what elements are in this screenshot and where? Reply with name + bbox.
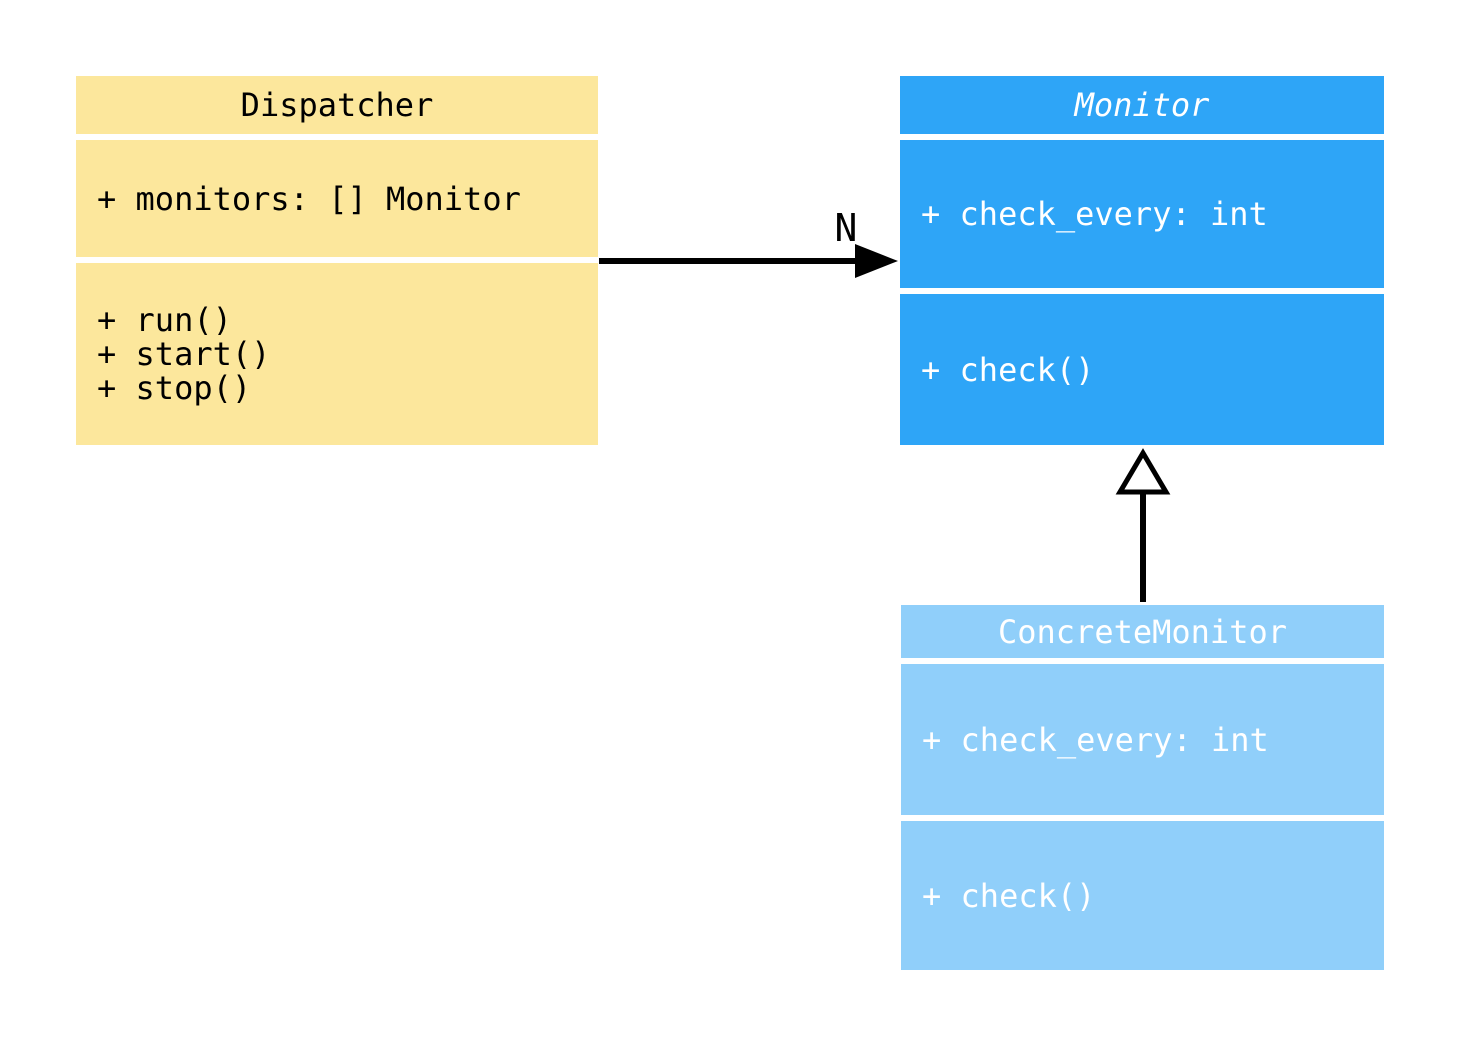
method-line: + start() bbox=[97, 335, 271, 373]
class-methods: + run() + start() + stop() bbox=[76, 263, 598, 445]
attribute-line: + monitors: [] Monitor bbox=[97, 179, 521, 218]
attribute-line: + check_every: int bbox=[921, 195, 1268, 233]
method-line: + stop() bbox=[97, 369, 252, 407]
inheritance-arrow bbox=[1115, 448, 1171, 602]
class-title: ConcreteMonitor bbox=[901, 605, 1384, 658]
class-title: Monitor bbox=[900, 76, 1384, 134]
class-methods: + check() bbox=[900, 294, 1384, 445]
hollow-triangle-icon bbox=[1115, 448, 1171, 495]
class-attributes: + check_every: int bbox=[901, 664, 1384, 815]
class-methods: + check() bbox=[901, 821, 1384, 970]
filled-arrowhead-icon bbox=[855, 244, 898, 278]
class-dispatcher: Dispatcher + monitors: [] Monitor + run(… bbox=[76, 76, 598, 445]
multiplicity-label: N bbox=[834, 206, 858, 250]
method-line: + check() bbox=[921, 350, 1095, 389]
method-line: + run() bbox=[97, 301, 232, 339]
class-attributes: + check_every: int bbox=[900, 140, 1384, 288]
class-monitor: Monitor + check_every: int + check() bbox=[900, 76, 1384, 445]
class-attributes: + monitors: [] Monitor bbox=[76, 140, 598, 257]
method-line: + check() bbox=[922, 876, 1096, 915]
class-title: Dispatcher bbox=[76, 76, 598, 134]
class-concretemonitor: ConcreteMonitor + check_every: int + che… bbox=[901, 605, 1384, 970]
attribute-line: + check_every: int bbox=[922, 720, 1269, 759]
